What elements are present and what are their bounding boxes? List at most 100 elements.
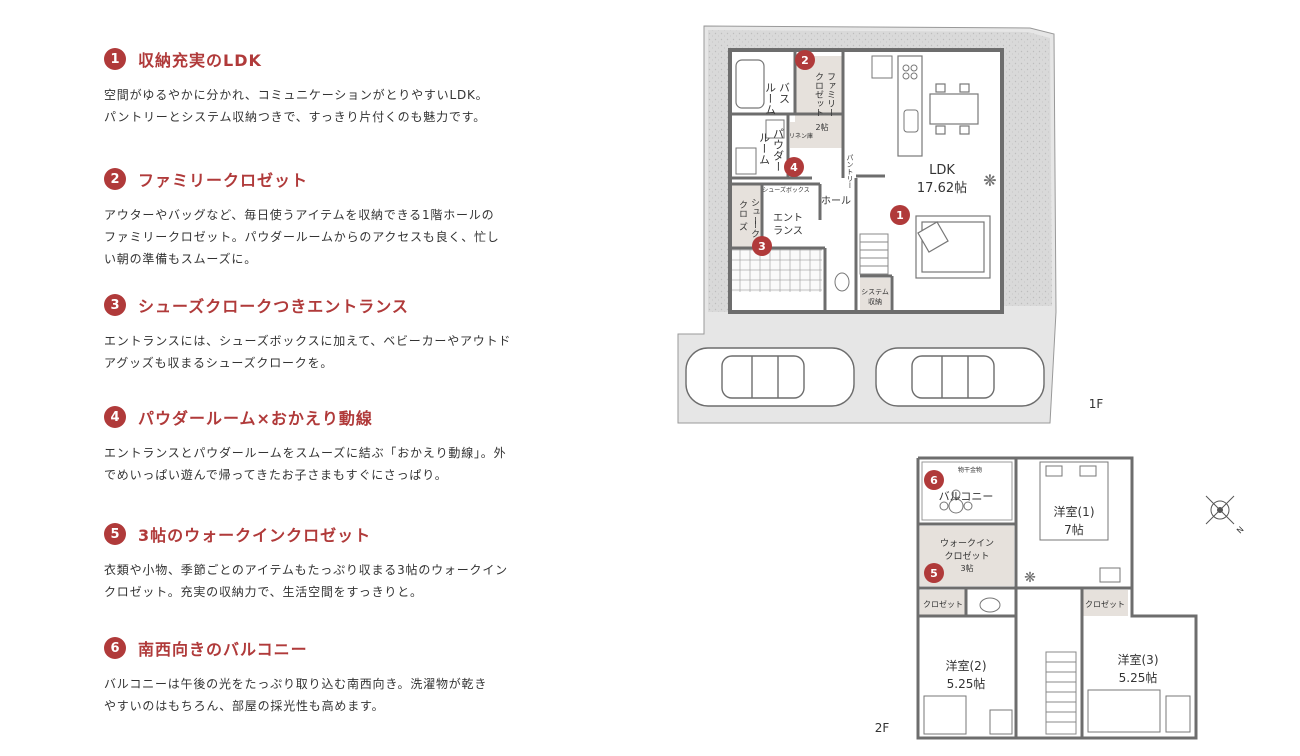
bath-label-1: バス [778,82,791,104]
feature-number-badge: 3 [104,294,126,316]
entrance-tile [732,248,822,292]
shoe-cloak-label-4: ズ [737,221,748,231]
shoe-cloak-label-1: シュー [749,198,759,225]
description-line: クロゼット。充実の収納力で、生活空間をすっきりと。 [104,585,423,599]
toilet [834,272,850,292]
shoe-cloak-area [732,184,762,248]
entrance-label-2: ランス [773,225,803,237]
staircase [859,233,889,275]
feature-1: 1 収納充実のLDK 空間がゆるやかに分かれ、コミュニケーションがとりやすいLD… [104,46,554,128]
svg-text:1: 1 [896,209,904,222]
shoe-cloak-label-3: ーク [749,220,759,238]
second-floor-plan: ❋ 物干金物 バルコニー 洋室(1) 7帖 ウォークイン クロゼット 3帖 クロ… [875,456,1198,740]
feature-3: 3 シューズクロークつきエントランス エントランスには、シューズボックスに加えて… [104,292,554,374]
description-line: でめいっぱい遊んで帰ってきたお子さまもすぐにさっぱり。 [104,468,448,482]
ldk-name: LDK [929,163,955,178]
feature-number-badge: 6 [104,637,126,659]
family-closet-size: 2帖 [815,122,828,132]
svg-text:2: 2 [801,54,809,67]
western-3-size: 5.25帖 [1119,670,1158,685]
svg-text:4: 4 [790,161,798,174]
system-storage-label-1: システム [861,288,889,296]
description-line: エントランスとパウダールームをスムーズに結ぶ「おかえり動線」。外 [104,446,507,460]
feature-number-badge: 4 [104,406,126,428]
feature-description: エントランスとパウダールームをスムーズに結ぶ「おかえり動線」。外 でめいっぱい遊… [104,442,544,486]
svg-text:5: 5 [930,567,938,580]
bed-western-1 [1039,461,1121,583]
feature-6: 6 南西向きのバルコニー バルコニーは午後の光をたっぷり取り込む南西向き。洗濯物… [104,635,554,717]
floor-plan-drawing: ❋ バス ルーム ファミリー クロゼット 2帖 リネン庫 パウダー ルー [677,25,1246,740]
svg-text:6: 6 [930,474,938,487]
desk-western-2 [989,709,1013,735]
feature-number-badge: 1 [104,48,126,70]
western-1-name: 洋室(1) [1054,504,1095,519]
closet-left-label: クロゼット [923,599,963,609]
balcony-table-set [939,489,973,514]
feature-5: 5 3帖のウォークインクロゼット 衣類や小物、季節ごとのアイテムもたっぷり収まる… [104,521,554,603]
feature-number-badge: 5 [104,523,126,545]
closet-right-area [1082,590,1128,616]
feature-description: 空間がゆるやかに分かれ、コミュニケーションがとりやすいLDK。 パントリーとシス… [104,84,544,128]
linen-label: リネン庫 [789,132,813,140]
exterior-wall [728,48,1004,314]
ldk-size: 17.62帖 [917,181,967,196]
washing-machine [765,119,785,139]
system-storage-area [860,278,890,310]
marker-2: 2 [795,50,815,70]
interior-walls [730,50,894,312]
hall-label: ホール [821,195,851,207]
second-floor-walls [916,456,1198,740]
dining-table [929,83,979,135]
laundry-label: 物干金物 [958,466,982,474]
closet-right-label: クロゼット [1085,599,1125,609]
powder-label-1: パウダー [772,128,785,172]
description-line: バルコニーは午後の光をたっぷり取り込む南西向き。洗濯物が乾き [104,677,488,691]
description-line: アウターやバッグなど、毎日使うアイテムを収納できる1階ホールの [104,208,495,222]
marker-5: 5 [924,563,944,583]
description-line: パントリーとシステム収納つきで、すっきり片付くのも魅力です。 [104,110,487,124]
sofa [915,215,991,279]
shoe-box-label: シューズボックス [762,186,810,194]
marker-4: 4 [784,157,804,177]
fridge [871,55,893,79]
wic-label-1: ウォークイン [940,538,994,549]
western-3-name: 洋室(3) [1118,652,1159,667]
bed-western-2 [923,695,967,735]
western-2-name: 洋室(2) [946,658,987,673]
family-closet-label-1: ファミリー [825,72,835,117]
yard-gravel [708,30,1052,312]
first-floor-plan: ❋ バス ルーム ファミリー クロゼット 2帖 リネン庫 パウダー ルー [677,25,1103,424]
family-closet-label-2: クロゼット [813,72,824,117]
pantry-label: パントリー [846,154,854,189]
powder-label-2: ルーム [758,132,771,165]
marker-6: 6 [924,470,944,490]
description-line: ファミリークロゼット。パウダールームからのアクセスも良く、忙し [104,230,500,244]
shoe-cloak-label-2: クロ [737,200,747,218]
feature-description: バルコニーは午後の光をたっぷり取り込む南西向き。洗濯物が乾き やすいのはもちろん… [104,673,544,717]
floor-plans: ❋ バス ルーム ファミリー クロゼット 2帖 リネン庫 パウダー ルー [660,20,1300,750]
description-line: 空間がゆるやかに分かれ、コミュニケーションがとりやすいLDK。 [104,88,489,102]
linen-area [790,122,812,148]
feature-number-badge: 2 [104,168,126,190]
feature-title: ファミリークロゼット [138,171,309,190]
car-right [875,347,1045,407]
compass-icon: N [1205,495,1246,535]
wic-size: 3帖 [960,563,973,573]
feature-description: 衣類や小物、季節ごとのアイテムもたっぷり収まる3帖のウォークイン クロゼット。充… [104,559,544,603]
description-line: 衣類や小物、季節ごとのアイテムもたっぷり収まる3帖のウォークイン [104,563,508,577]
feature-title: パウダールーム×おかえり動線 [138,409,373,428]
feature-description: エントランスには、シューズボックスに加えて、ベビーカーやアウトド アグッズも収ま… [104,330,544,374]
desk-western-3 [1165,695,1191,733]
bed-western-3 [1087,689,1161,733]
feature-title: シューズクロークつきエントランス [138,297,409,316]
system-storage-label-2: 収納 [868,297,882,306]
closet-left-area [920,590,966,616]
powder-sink [735,147,757,175]
entrance-label-1: エント [773,213,803,224]
balcony-label: バルコニー [939,490,994,503]
kitchen-counter [897,55,923,157]
feature-title: 収納充実のLDK [138,51,262,70]
feature-2: 2 ファミリークロゼット アウターやバッグなど、毎日使うアイテムを収納できる1階… [104,166,554,270]
feature-4: 4 パウダールーム×おかえり動線 エントランスとパウダールームをスムーズに結ぶ「… [104,404,554,486]
wic-label-2: クロゼット [944,550,989,562]
